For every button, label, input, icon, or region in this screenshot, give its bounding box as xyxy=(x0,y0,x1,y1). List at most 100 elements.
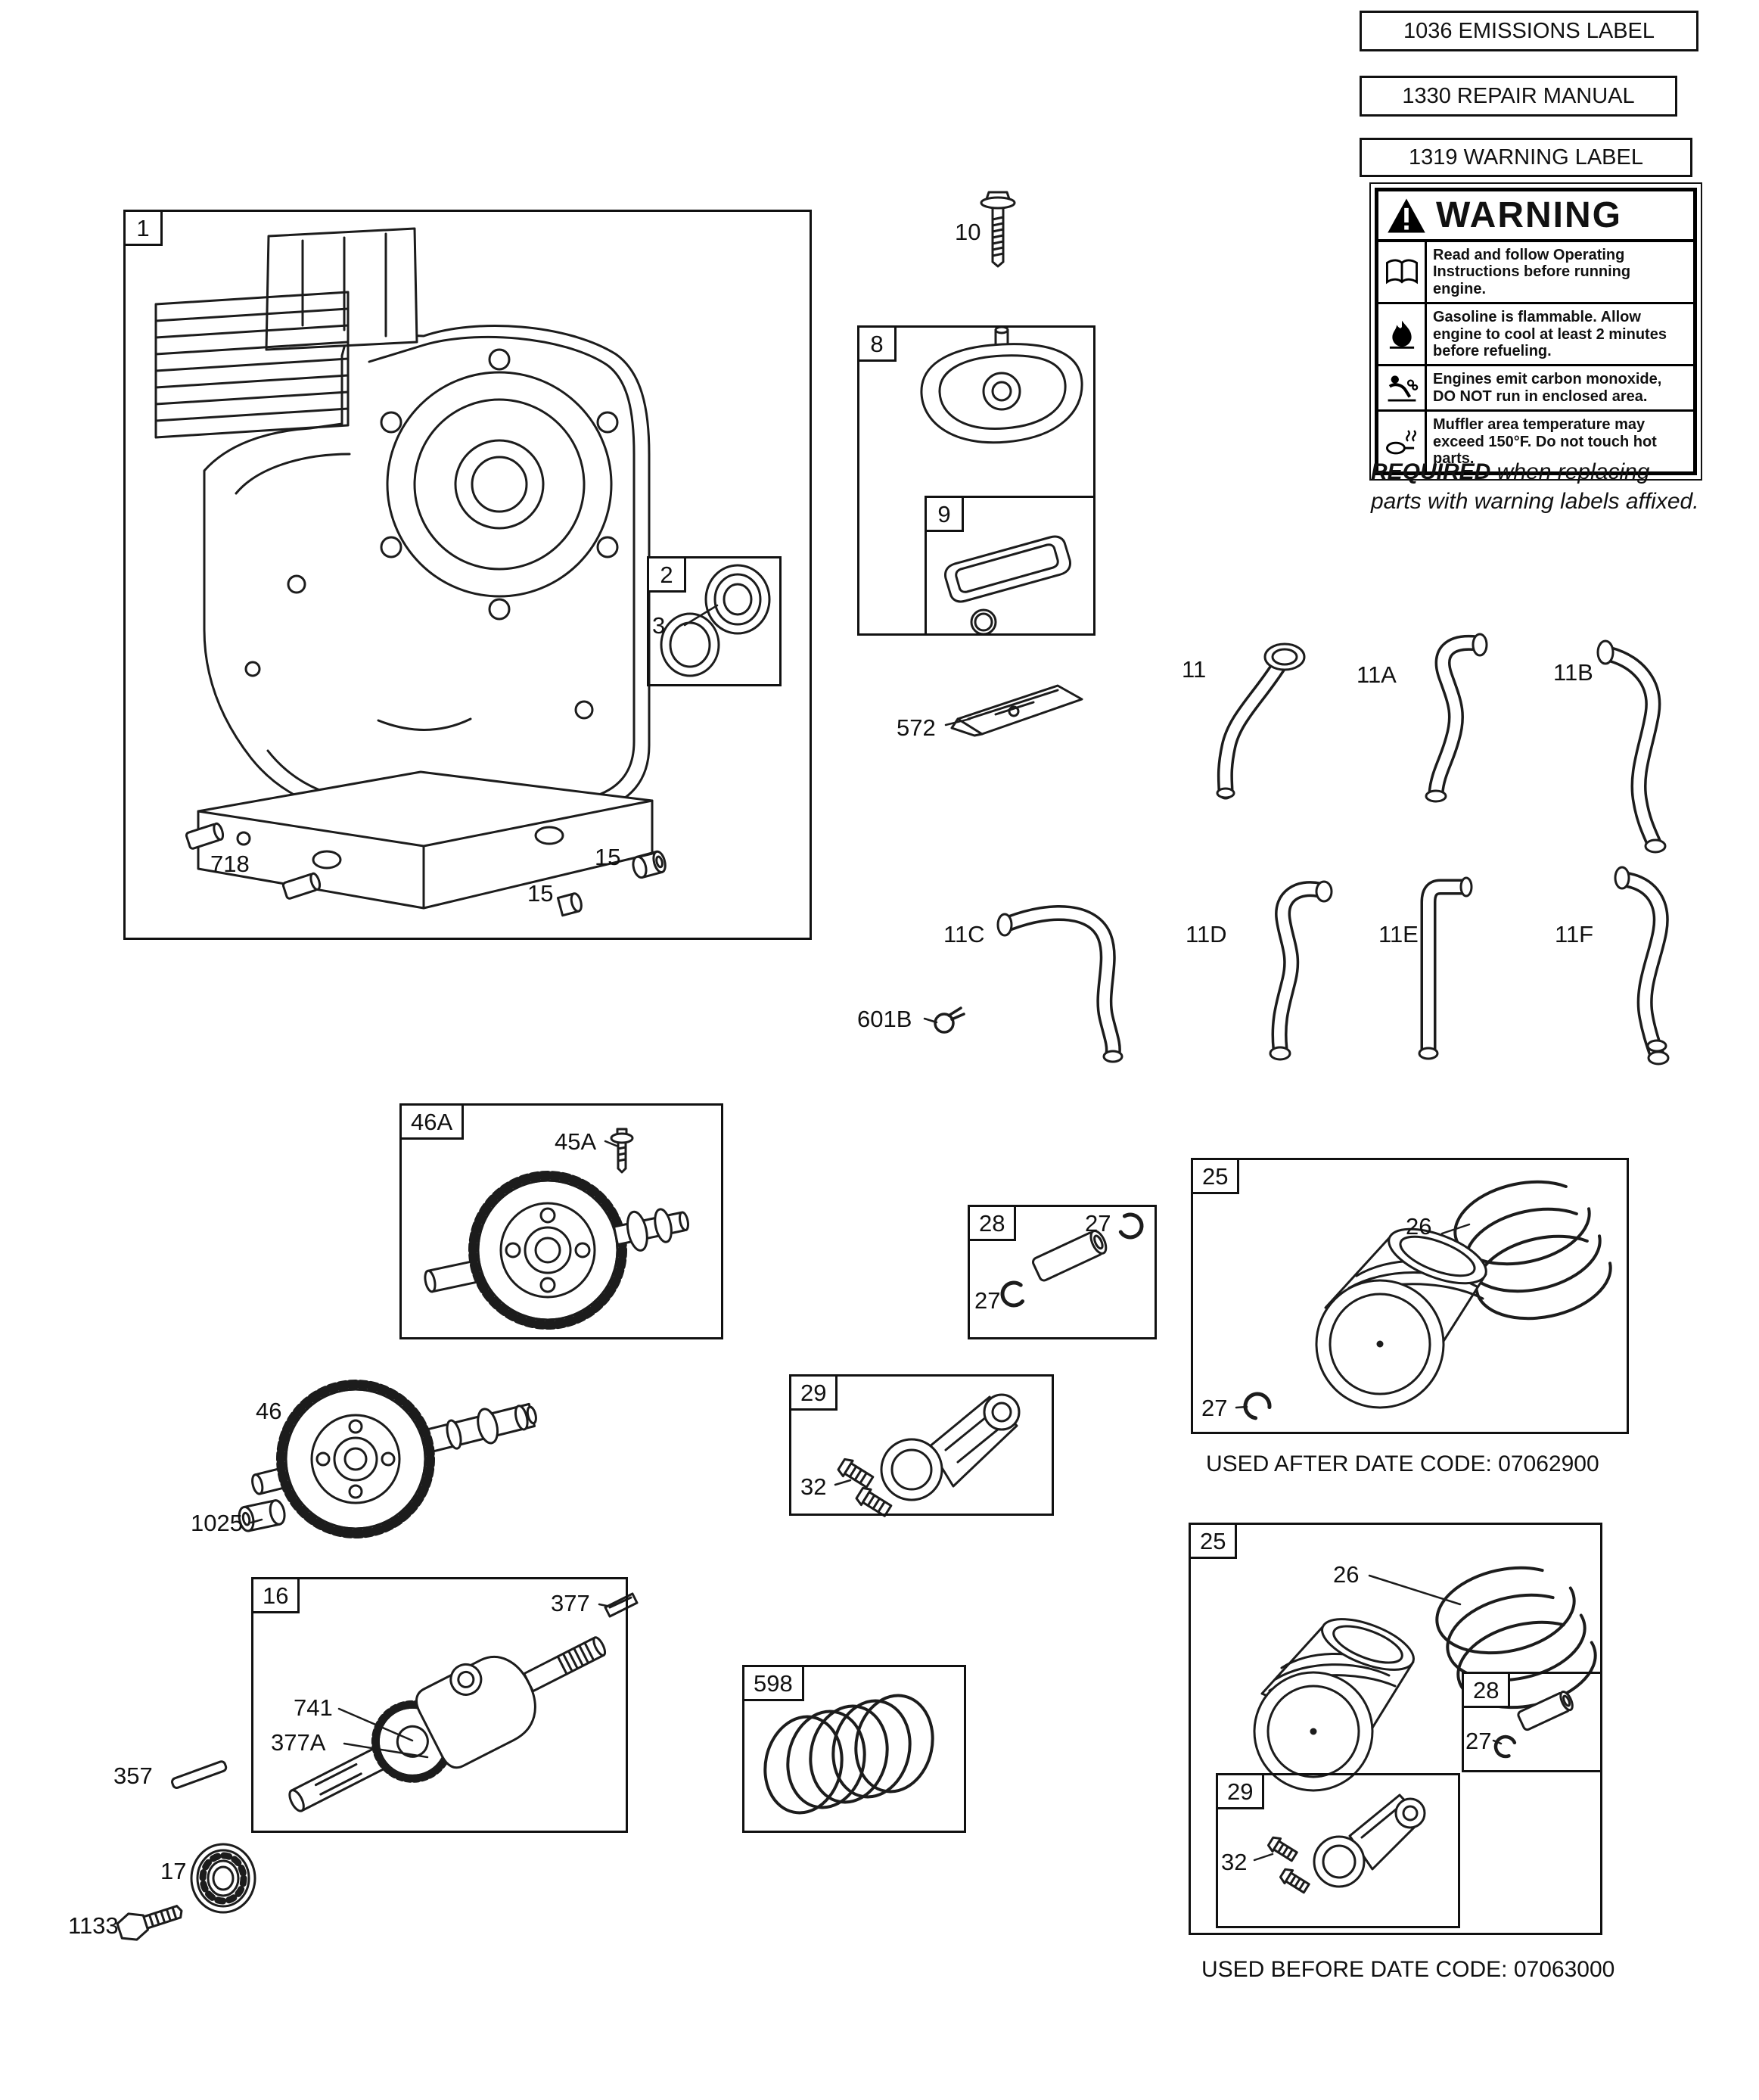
callout-29-boxed-8: 29 xyxy=(789,1374,838,1411)
callout-11d-7: 11D xyxy=(1186,921,1227,947)
hose-11A-drawing xyxy=(1425,633,1488,803)
repair-manual-label-text: 1330 REPAIR MANUAL xyxy=(1402,83,1635,108)
crankcase-drawing xyxy=(154,227,654,910)
callout-1-boxed-0: 1 xyxy=(123,210,163,246)
oil-plug-drawing xyxy=(556,850,667,917)
warning-title: WARNING xyxy=(1436,195,1622,235)
flange-bolt-drawing xyxy=(980,191,1016,268)
piston-pin-bottom-drawing xyxy=(1493,1691,1574,1759)
callout-26-28: 26 xyxy=(1333,1561,1360,1588)
callout-15-12: 15 xyxy=(595,844,621,870)
warning-title-row: WARNING xyxy=(1378,191,1693,242)
group-box-28-7: 28 xyxy=(968,1205,1157,1339)
warning-label-text: 1319 WARNING LABEL xyxy=(1409,145,1643,170)
used-before-note: USED BEFORE DATE CODE: 07063000 xyxy=(1201,1957,1615,1982)
warning-row-text: Read and follow Operating Instructions b… xyxy=(1433,247,1631,297)
book-icon xyxy=(1378,242,1427,303)
callout-32-25: 32 xyxy=(800,1473,827,1500)
callout-27-24: 27 xyxy=(974,1287,1001,1314)
bearing-1025-drawing xyxy=(238,1499,286,1532)
key-357-drawing xyxy=(171,1760,228,1789)
flame-icon xyxy=(1378,304,1427,365)
callout-11e-8: 11E xyxy=(1378,921,1419,947)
cam-bolt-drawing xyxy=(610,1128,634,1174)
rocker-cover-drawing xyxy=(920,325,1083,444)
callout-10-0: 10 xyxy=(955,219,981,245)
leader-lines xyxy=(250,604,1503,1862)
group-box-29-8: 29 xyxy=(789,1374,1054,1516)
callout-598-boxed-6: 598 xyxy=(742,1665,804,1701)
callout-27-29: 27 xyxy=(1465,1728,1492,1754)
camshaft-46-drawing xyxy=(251,1380,537,1538)
ball-bearing-drawing xyxy=(190,1843,256,1914)
callout-718-11: 718 xyxy=(210,851,250,877)
callout-26-26: 26 xyxy=(1406,1213,1432,1240)
callout-11b-5: 11B xyxy=(1553,659,1593,686)
callout-25-boxed-10: 25 xyxy=(1189,1523,1238,1559)
required-note-bold: REQUIRED xyxy=(1371,459,1491,484)
callout-46-15: 46 xyxy=(256,1398,282,1424)
callout-17-21: 17 xyxy=(160,1858,187,1884)
callout-32-30: 32 xyxy=(1221,1849,1248,1875)
callout-27-27: 27 xyxy=(1201,1395,1228,1421)
oil-seal-drawing xyxy=(660,564,771,677)
group-box-16-5: 16 xyxy=(251,1577,628,1833)
callout-601b-10: 601B xyxy=(857,1006,912,1032)
callout-11-3: 11 xyxy=(1182,656,1207,683)
hose-11B-drawing xyxy=(1596,639,1667,854)
connecting-rod-top-drawing xyxy=(837,1393,1021,1517)
group-box-46a-4: 46A xyxy=(399,1103,723,1339)
callout-8-boxed-2: 8 xyxy=(857,325,897,362)
emissions-label-text: 1036 EMISSIONS LABEL xyxy=(1403,18,1655,43)
emissions-label-box: 1036 EMISSIONS LABEL xyxy=(1360,11,1698,51)
callout-45a-14: 45A xyxy=(555,1128,597,1155)
group-box-1-0: 1 xyxy=(123,210,812,940)
crankshaft-drawing xyxy=(288,1636,607,1812)
callout-28-boxed-7: 28 xyxy=(968,1205,1017,1241)
callout-11a-4: 11A xyxy=(1357,661,1397,688)
required-note-rest: when replacing parts with warning labels… xyxy=(1371,459,1699,514)
dowel-pin-drawing xyxy=(185,822,322,900)
group-box-2-1: 2 xyxy=(647,556,782,686)
callout-29-boxed-12: 29 xyxy=(1216,1773,1265,1809)
piston-assembly-after-drawing xyxy=(1243,1180,1612,1420)
carbon-monoxide-icon xyxy=(1378,366,1427,410)
callout-28-boxed-11: 28 xyxy=(1462,1672,1511,1708)
callout-9-boxed-3: 9 xyxy=(925,496,964,532)
group-box-9-3: 9 xyxy=(925,496,1095,636)
group-box-25-9: 25 xyxy=(1191,1158,1629,1434)
warning-row-text: Muffler area temperature may exceed 150°… xyxy=(1433,416,1657,467)
warning-row: Engines emit carbon monoxide, DO NOT run… xyxy=(1378,366,1693,412)
callout-2-boxed-1: 2 xyxy=(647,556,686,593)
hose-11C-drawing xyxy=(996,904,1123,1063)
muffler-icon xyxy=(1378,412,1427,472)
warning-row-text: Engines emit carbon monoxide, DO NOT run… xyxy=(1433,371,1662,405)
spring-drawing xyxy=(763,1694,934,1815)
warning-sign: WARNING Read and follow Operating Instru… xyxy=(1369,182,1702,481)
hose-11-drawing xyxy=(1216,642,1306,800)
warning-triangle-icon xyxy=(1388,198,1425,232)
connecting-rod-bottom-drawing xyxy=(1266,1794,1426,1894)
used-after-note: USED AFTER DATE CODE: 07062900 xyxy=(1206,1451,1599,1476)
callout-3-1: 3 xyxy=(652,612,666,639)
group-box-29-12: 29 xyxy=(1216,1773,1460,1928)
callout-572-2: 572 xyxy=(897,714,936,741)
group-box-598-6: 598 xyxy=(742,1665,966,1833)
callout-27-23: 27 xyxy=(1085,1210,1111,1237)
hose-11F-drawing xyxy=(1614,866,1670,1066)
hose-11E-drawing xyxy=(1418,876,1473,1060)
hose-11D-drawing xyxy=(1269,880,1333,1061)
callout-377a-19: 377A xyxy=(271,1729,326,1756)
callout-11c-6: 11C xyxy=(943,921,985,947)
callout-377-17: 377 xyxy=(551,1590,590,1616)
hose-clamp-drawing xyxy=(934,1006,965,1034)
callout-25-boxed-9: 25 xyxy=(1191,1158,1240,1194)
warning-label-box: 1319 WARNING LABEL xyxy=(1360,138,1692,177)
callout-15-13: 15 xyxy=(527,880,554,907)
piston-assembly-before-drawing xyxy=(1253,1566,1597,1792)
callout-1025-16: 1025 xyxy=(191,1510,243,1536)
warning-row: Muffler area temperature may exceed 150°… xyxy=(1378,412,1693,472)
repair-manual-label-box: 1330 REPAIR MANUAL xyxy=(1360,76,1677,117)
